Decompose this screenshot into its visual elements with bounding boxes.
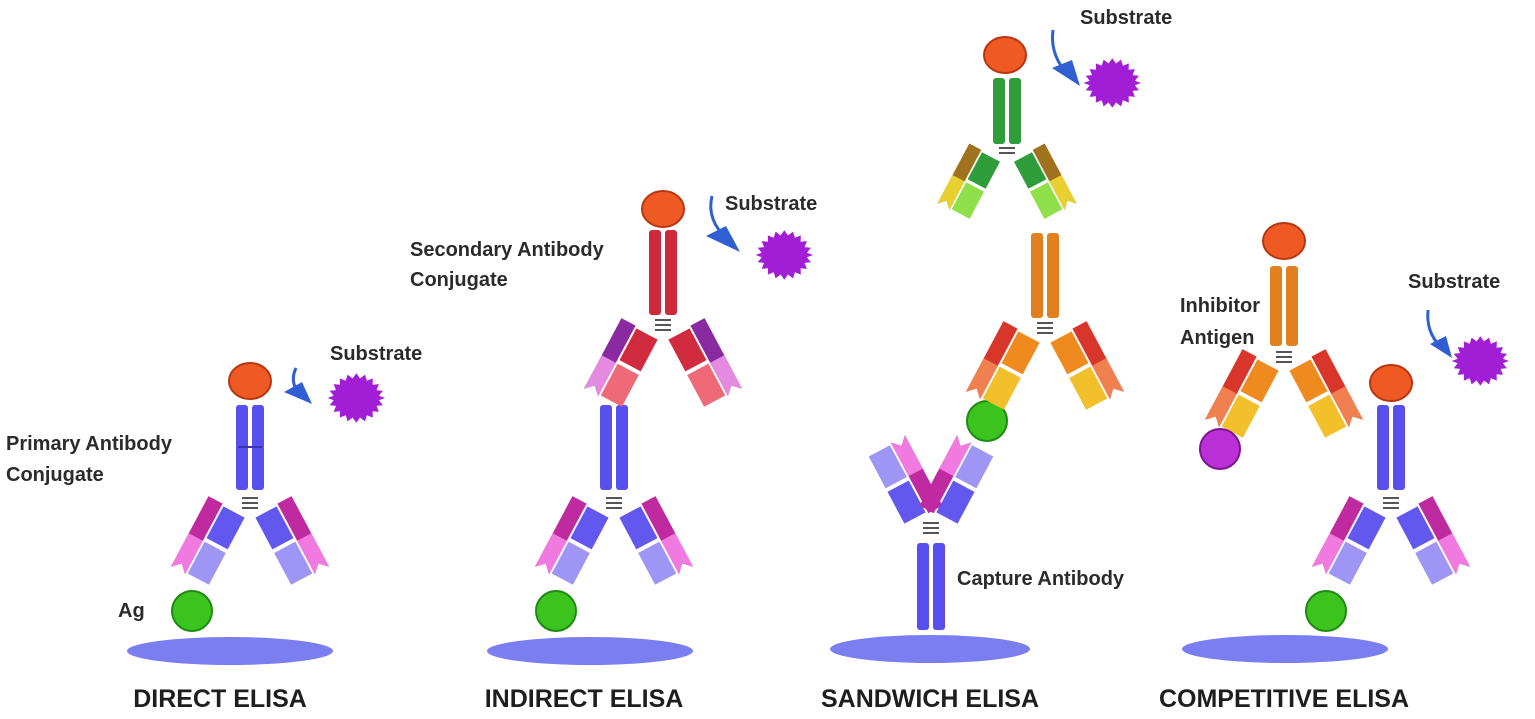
panel-indirect: Substrate Secondary Antibody Conjugate I… xyxy=(410,190,817,713)
plate xyxy=(127,637,333,665)
antigen xyxy=(966,400,1008,442)
enzyme-linked-antibody xyxy=(937,36,1077,219)
antigen xyxy=(171,590,213,632)
panel-direct: Substrate Primary Antibody Conjugate Ag … xyxy=(6,343,422,713)
conjugate-label-line2: Conjugate xyxy=(410,269,508,291)
panel-title: DIRECT ELISA xyxy=(133,685,307,713)
substrate xyxy=(1451,336,1509,386)
conjugate-label-line1: Primary Antibody xyxy=(6,433,173,455)
secondary-antibody-conjugate xyxy=(583,190,743,407)
inhibitor-label-line1: Inhibitor xyxy=(1180,295,1260,317)
antigen xyxy=(535,590,577,632)
antigen xyxy=(1305,590,1347,632)
primary-antibody xyxy=(534,405,694,587)
substrate xyxy=(327,373,385,423)
substrate-label: Substrate xyxy=(1080,7,1172,29)
bound-antibody-conjugate xyxy=(1311,364,1471,587)
panel-title: INDIRECT ELISA xyxy=(485,685,684,713)
inhibitor-antigen xyxy=(1199,428,1241,470)
substrate-label: Substrate xyxy=(330,343,422,365)
panel-title: SANDWICH ELISA xyxy=(821,685,1039,713)
panel-competitive: Substrate Inhibitor Antigen COMPETITIVE … xyxy=(1159,222,1509,713)
plate xyxy=(1182,635,1388,663)
capture-label: Capture Antibody xyxy=(957,568,1125,590)
primary-antibody-conjugate xyxy=(170,362,330,587)
conjugate-label-line1: Secondary Antibody xyxy=(410,239,605,261)
detection-antibody xyxy=(965,233,1125,410)
conjugate-label-line2: Conjugate xyxy=(6,464,104,486)
substrate xyxy=(755,230,813,280)
inhibitor-antibody-conjugate xyxy=(1204,222,1364,438)
capture-antibody xyxy=(867,435,995,630)
plate xyxy=(487,637,693,665)
antigen-label: Ag xyxy=(118,600,145,622)
substrate xyxy=(1083,58,1141,108)
plate xyxy=(830,635,1030,663)
inhibitor-label-line2: Antigen xyxy=(1180,327,1254,349)
panel-sandwich: Substrate Capture Antibody SANDWICH ELIS… xyxy=(821,7,1172,713)
panel-title: COMPETITIVE ELISA xyxy=(1159,685,1409,713)
substrate-label: Substrate xyxy=(725,193,817,215)
substrate-label: Substrate xyxy=(1408,271,1500,293)
